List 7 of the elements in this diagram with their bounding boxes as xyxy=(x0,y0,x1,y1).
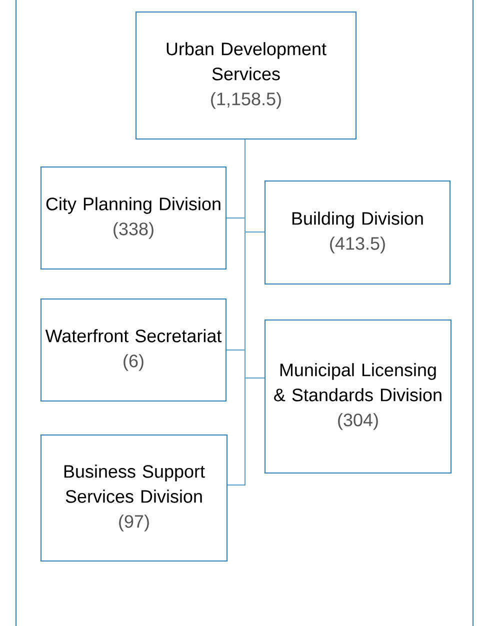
org-box: Business Support Services Division (97) xyxy=(40,434,228,562)
org-box: Building Division (413.5) xyxy=(264,180,450,284)
org-box: Urban Development Services (1,158.5) xyxy=(136,12,356,140)
org-box: City Planning Division (338) xyxy=(40,166,226,270)
org-box: Municipal Licensing & Standards Division (304) xyxy=(264,320,452,474)
org-box: Waterfront Secretariat (6) xyxy=(40,298,226,402)
connector-line xyxy=(227,139,246,486)
